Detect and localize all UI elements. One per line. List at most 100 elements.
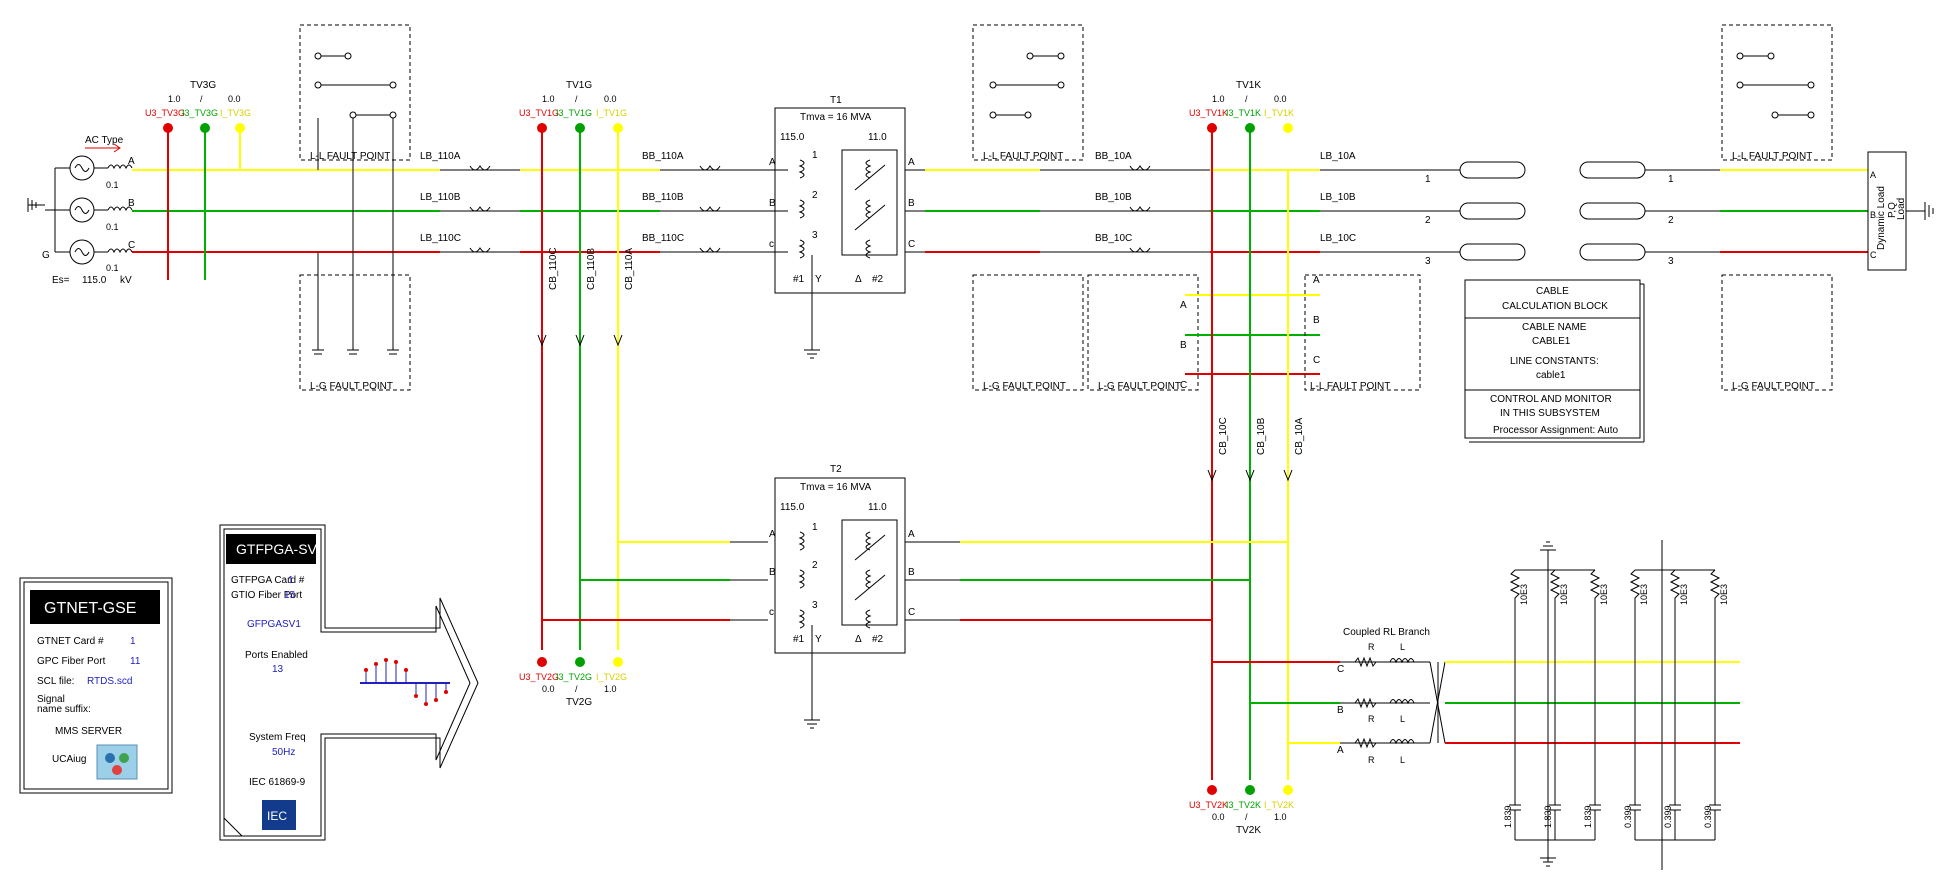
coupled-rl-branch[interactable] (1212, 656, 1446, 749)
dynamic-load[interactable] (1867, 151, 1934, 271)
ll-fault-box-4[interactable] (1721, 24, 1833, 161)
cb-110-breakers[interactable] (537, 334, 623, 347)
cable-right-num-2: 2 (1668, 215, 1674, 226)
source-phase-c: C (128, 240, 135, 251)
tv3g-label-i3: I3_TV3G (182, 108, 218, 118)
lb-110c-label: LB_110C (420, 233, 461, 244)
gtfpga-std: IEC 61869-9 (249, 777, 306, 788)
lg-fault-box-3[interactable] (1087, 274, 1199, 391)
t1-y: Y (815, 274, 822, 285)
cable-calculation-block[interactable] (1464, 279, 1645, 443)
filter-capacitor-value: 1.839 (1503, 805, 1513, 828)
filter-resistor-value: 10E3 (1559, 584, 1569, 605)
source-phase-b: B (128, 198, 135, 209)
cb-110a-label: CB_110A (624, 248, 635, 290)
t2-w1: #1 (793, 634, 805, 645)
lg-fault-box-1[interactable] (299, 274, 411, 391)
filter-resistor (1549, 569, 1561, 703)
lb-110a-label: LB_110A (420, 151, 461, 162)
filter-capacitor-value: 0.399 (1703, 805, 1713, 828)
tv1k-label-i: I_TV1K (1264, 108, 1294, 118)
lg-fault-3-phase-c: C (1180, 380, 1187, 391)
ll-fault-box-1[interactable] (299, 24, 411, 161)
tv2g-sep: / (575, 684, 578, 694)
gtnet-scl-label: SCL file: (37, 676, 74, 687)
t1-coil-1: 1 (812, 150, 818, 161)
transformer-t1[interactable] (768, 107, 925, 359)
tv2g-right: 1.0 (604, 684, 617, 694)
tv3g-meter[interactable] (163, 123, 245, 280)
ac-source[interactable] (27, 143, 133, 265)
tv2k-meter[interactable] (1207, 785, 1293, 795)
t2-sec-b: B (908, 567, 915, 578)
gtfpga-port-label: GTIO Fiber Port (231, 590, 302, 601)
t1-delta: Δ (855, 274, 862, 285)
t2-name: T2 (830, 464, 842, 475)
t1-name: T1 (830, 95, 842, 106)
t2-prim-c: c (769, 607, 774, 618)
t1-coil-2: 2 (812, 190, 818, 201)
gtfpga-sv-block[interactable] (219, 524, 479, 841)
cable-segments[interactable] (1459, 161, 1868, 261)
gtnet-gpc-label: GPC Fiber Port (37, 656, 106, 667)
filter-network[interactable] (1445, 540, 1740, 870)
cable-right-num-3: 3 (1668, 256, 1674, 267)
load-label-1: Dynamic Load (1876, 186, 1887, 250)
gtnet-server: MMS SERVER (55, 726, 122, 737)
gtnet-signal-1: Signal (37, 694, 65, 705)
t2-v1: 115.0 (780, 502, 805, 513)
bus-10-t2-lines (960, 541, 1288, 621)
lg-fault-label-3: L-G FAULT POINT (1098, 381, 1181, 392)
coupled-rl-r-a: R (1368, 755, 1375, 765)
cable-right-num-1: 1 (1668, 174, 1674, 185)
t1-coil-3: 3 (812, 230, 818, 241)
filter-resistor (1709, 569, 1721, 662)
gtfpga-ports-label: Ports Enabled (245, 650, 308, 661)
load-phase-a: A (1870, 170, 1876, 180)
tv2g-meter[interactable] (537, 657, 623, 667)
filter-resistor-value: 10E3 (1599, 584, 1609, 605)
cb-10a-label: CB_10A (1294, 417, 1305, 455)
tv1g-label-i3: I3_TV1G (556, 108, 592, 118)
ll-fault-3-phase-a: A (1313, 275, 1320, 286)
source-phase-a: A (128, 156, 135, 167)
tv1k-name: TV1K (1236, 80, 1261, 91)
gtnet-gse-block[interactable] (19, 577, 173, 794)
gtnet-signal-2: name suffix: (37, 704, 91, 715)
tv3g-name: TV3G (190, 80, 216, 91)
tv1g-meter[interactable] (537, 123, 623, 650)
ll-fault-switches-2 (989, 52, 1065, 119)
lg-fault-switches-3 (1185, 294, 1320, 375)
tv1k-right: 0.0 (1274, 94, 1287, 104)
t2-coil-3: 3 (812, 600, 818, 611)
filter-capacitor-value: 0.399 (1623, 805, 1633, 828)
iec-logo: IEC (262, 800, 296, 830)
t1-v2: 11.0 (868, 132, 887, 143)
cable-block-name-label: CABLE NAME (1522, 322, 1587, 333)
ll-fault-box-3[interactable] (1304, 274, 1421, 391)
cable-block-title-2: CALCULATION BLOCK (1502, 301, 1608, 312)
cb-10b-label: CB_10B (1256, 417, 1267, 455)
gtfpga-card-label: GTFPGA Card # (231, 575, 305, 586)
lb-10a-label: LB_10A (1320, 151, 1356, 162)
filter-capacitor-value: 0.399 (1663, 805, 1673, 828)
coupled-rl-phase-b: B (1337, 705, 1344, 716)
bb-110c-label: BB_110C (642, 233, 684, 244)
ll-fault-box-2[interactable] (972, 24, 1084, 161)
t1-prim-a: A (769, 157, 776, 168)
lb-10c-label: LB_10C (1320, 233, 1356, 244)
cb-10c-label: CB_10C (1218, 417, 1229, 455)
t1-w2: #2 (872, 274, 884, 285)
cable-left-num-3: 3 (1425, 256, 1431, 267)
bb-10a-label: BB_10A (1095, 151, 1132, 162)
lg-fault-box-2[interactable] (972, 274, 1084, 391)
cable-block-lc-label: LINE CONSTANTS: (1510, 356, 1599, 367)
tv1k-meter[interactable] (1207, 123, 1293, 780)
coupled-rl-l-a: L (1400, 755, 1405, 765)
transformer-t2[interactable] (774, 477, 960, 729)
lg-fault-label-2: L-G FAULT POINT (983, 381, 1066, 392)
cb-10-breakers[interactable] (1207, 469, 1293, 482)
lg-fault-box-4[interactable] (1721, 274, 1833, 391)
bb-10b-label: BB_10B (1095, 192, 1132, 203)
